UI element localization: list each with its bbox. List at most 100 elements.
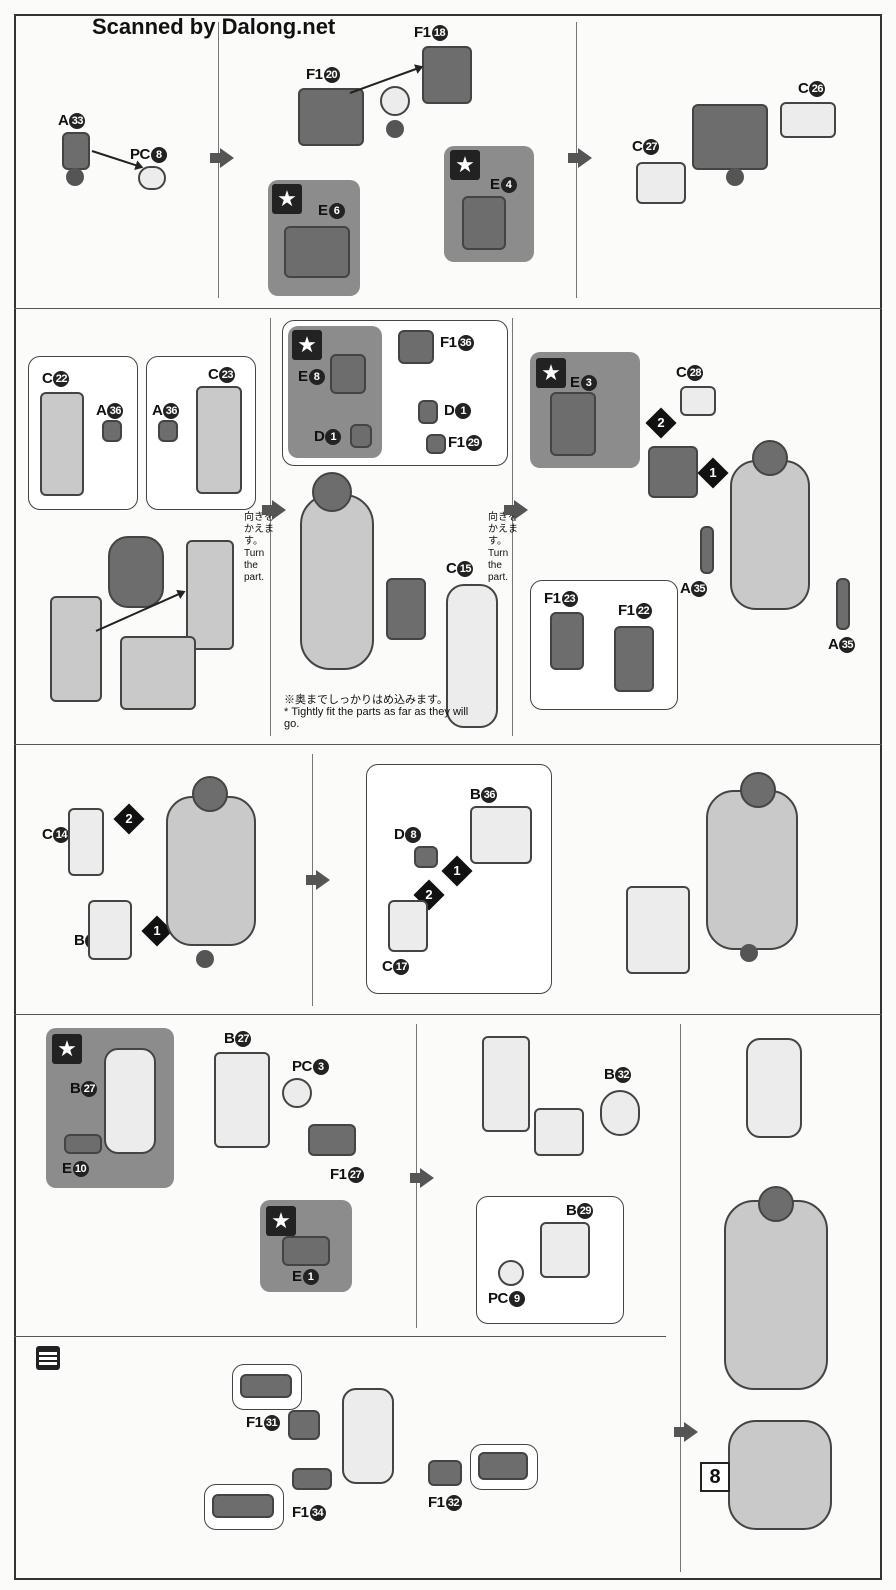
page-frame — [14, 14, 882, 1580]
ball-joint — [740, 944, 758, 962]
arrow-right-icon — [306, 870, 330, 890]
part-base — [120, 636, 196, 710]
part-c22 — [40, 392, 84, 496]
part-e8 — [330, 354, 366, 394]
part-b34 — [88, 900, 132, 960]
part-f1-29 — [426, 434, 446, 454]
ball-joint — [66, 168, 84, 186]
part-f1-36 — [398, 330, 434, 364]
star-icon: ★ — [272, 184, 302, 214]
section-divider — [14, 1336, 666, 1337]
part-b27-assembled — [482, 1036, 530, 1132]
section-divider — [14, 1014, 882, 1015]
part-shell-left — [50, 596, 102, 702]
star-icon: ★ — [52, 1034, 82, 1064]
part-d1 — [418, 400, 438, 424]
star-icon: ★ — [536, 358, 566, 388]
ball-joint — [386, 120, 404, 138]
part-f1-27 — [308, 1124, 356, 1156]
part-body-assembly — [724, 1200, 828, 1390]
arrow-right-icon — [410, 1168, 434, 1188]
part-c27 — [636, 162, 686, 204]
part-c14 — [68, 808, 104, 876]
column-divider — [270, 318, 271, 736]
section-divider — [14, 308, 882, 309]
ball-joint — [726, 168, 744, 186]
part-b29 — [540, 1222, 590, 1278]
part-f1-34 — [292, 1468, 332, 1490]
part-b27 — [104, 1048, 156, 1154]
arrow-right-icon — [504, 500, 528, 520]
turn-note: 向きを かえます。Turn the part. — [488, 512, 518, 583]
step-marker: 2 — [645, 407, 677, 439]
part-e6 — [284, 226, 350, 278]
part-b36 — [470, 806, 532, 864]
part-e1 — [282, 1236, 330, 1266]
part-base-assembly — [728, 1420, 832, 1530]
part-e4 — [462, 196, 506, 250]
turn-note: 向きを かえます。Turn the part. — [244, 512, 274, 583]
arrow-right-icon — [262, 500, 286, 520]
part-c26 — [780, 102, 836, 138]
arrow-right-icon — [210, 148, 234, 168]
part-d1 — [350, 424, 372, 448]
part-f1-18 — [422, 46, 472, 104]
part-f1-20 — [298, 88, 364, 146]
star-icon: ★ — [292, 330, 322, 360]
part-pc8 — [138, 166, 166, 190]
part-e3 — [550, 392, 596, 456]
part-core — [758, 1186, 794, 1222]
part-body-assembly — [730, 460, 810, 610]
part-core — [192, 776, 228, 812]
arrow-right-icon — [568, 148, 592, 168]
part-d8 — [414, 846, 438, 868]
part-a36 — [158, 420, 178, 442]
fit-note: ※奥までしっかりはめ込みます。* Tightly fit the parts a… — [284, 694, 469, 730]
part-assembly — [692, 104, 768, 170]
part-b27 — [214, 1052, 270, 1148]
part-f1-31 — [288, 1410, 320, 1440]
column-divider — [512, 318, 513, 736]
part-joint — [380, 86, 410, 116]
part-a36 — [102, 420, 122, 442]
part-shell-right — [186, 540, 234, 650]
part-c28 — [680, 386, 716, 416]
part-b27-assembled — [342, 1388, 394, 1484]
part-c17 — [388, 900, 428, 952]
part-a35 — [836, 578, 850, 630]
star-icon: ★ — [450, 150, 480, 180]
